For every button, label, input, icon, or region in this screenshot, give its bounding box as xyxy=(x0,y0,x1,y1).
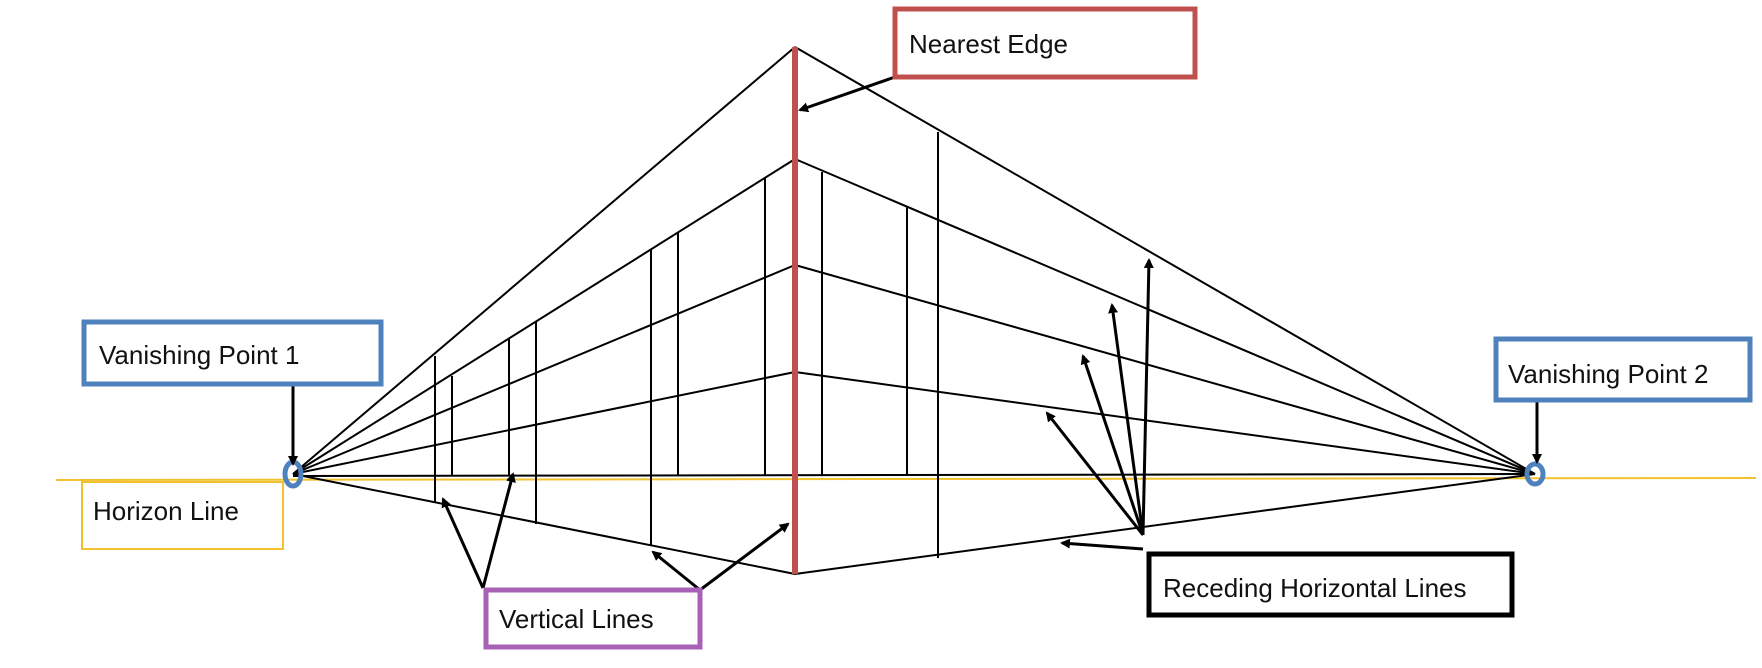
vp2-line-row1 xyxy=(794,158,1536,475)
receding-lines-arrow xyxy=(1045,411,1145,536)
receding-lines-arrow xyxy=(1060,538,1144,551)
vertical-lines-box xyxy=(483,587,703,650)
receding-horizontal-lines-label: Receding Horizontal Lines xyxy=(1163,573,1467,603)
horizon-black-line xyxy=(292,473,1536,477)
vp1-line-row3 xyxy=(292,371,796,475)
vanishing-point-2-callout: Vanishing Point 2 xyxy=(1493,336,1753,403)
receding-lines-arrow xyxy=(1080,354,1145,536)
perspective-lines xyxy=(292,46,1536,575)
horizon-line-box xyxy=(81,481,284,550)
receding-lines-arrow xyxy=(1141,258,1154,536)
vanishing-point-2-marker xyxy=(1524,461,1546,487)
vertical-lines-label: Vertical Lines xyxy=(499,604,654,634)
vertical-lines-arrow xyxy=(651,550,701,592)
vertical-lines-callout: Vertical Lines xyxy=(483,587,703,650)
vertical-lines-arrow xyxy=(481,472,516,589)
horizon-line-label: Horizon Line xyxy=(93,496,239,526)
vertical-lines-arrow xyxy=(699,522,790,592)
nearest-edge-callout: Nearest Edge xyxy=(892,6,1198,80)
vp2-line-top xyxy=(794,46,1536,475)
nearest-edge-label: Nearest Edge xyxy=(909,29,1068,59)
vanishing-point-2-label: Vanishing Point 2 xyxy=(1508,359,1708,389)
vp1-line-row1 xyxy=(292,158,796,475)
horizon-line xyxy=(55,477,1757,481)
annotation-arrows xyxy=(288,75,1542,592)
vanishing-point-1-label: Vanishing Point 1 xyxy=(99,340,299,370)
vp1-line-top xyxy=(292,46,796,475)
horizon-line-callout: Horizon Line xyxy=(81,481,284,550)
nearest-edge-arrow xyxy=(798,75,896,113)
vp2-line-row3 xyxy=(794,371,1536,475)
vp1-line-bottom xyxy=(292,473,796,575)
vp2-line-bottom xyxy=(794,473,1536,575)
receding-lines-arrow xyxy=(1108,303,1145,536)
vanishing-point-1-box xyxy=(81,319,384,387)
vp2-line-row2 xyxy=(794,264,1536,475)
receding-horizontal-lines-callout: Receding Horizontal Lines xyxy=(1146,551,1515,618)
vanishing-point-1-callout: Vanishing Point 1 xyxy=(81,319,384,387)
receding-horizontal-lines-box xyxy=(1146,551,1515,618)
vertical-lines-arrow xyxy=(441,497,485,589)
vp1-line-row2 xyxy=(292,264,796,475)
nearest-edge-box xyxy=(892,6,1198,80)
vanishing-point-2-box xyxy=(1493,336,1753,403)
